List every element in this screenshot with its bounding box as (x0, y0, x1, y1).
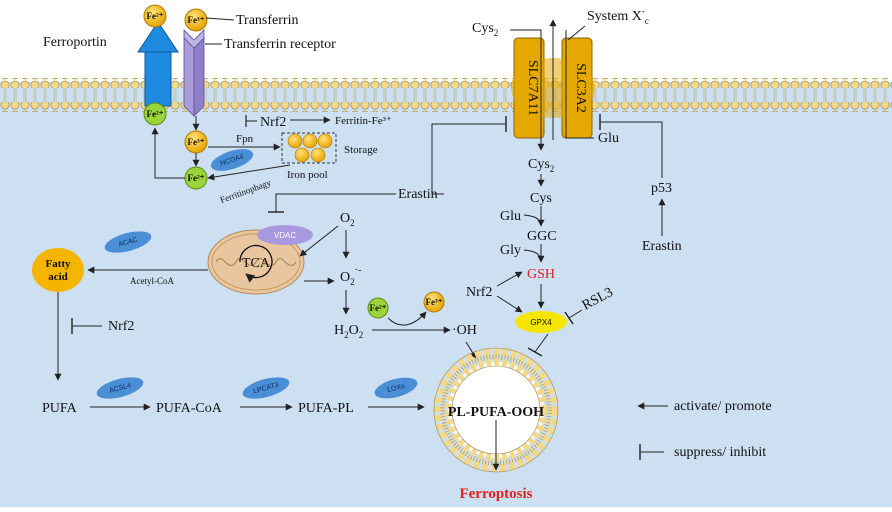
iron-pool-storage (281, 132, 337, 164)
vdac-oval (257, 225, 313, 245)
fe3-label-cytosol: Fe³⁺ (188, 137, 205, 147)
nrf2-gsh-label: Nrf2 (466, 285, 492, 300)
acac-oval (104, 231, 152, 253)
cys2-inside-label: Cys2 (528, 157, 554, 174)
storage-label: Storage (344, 144, 378, 156)
fe3-label-transferrin: Fe³⁺ (188, 15, 205, 25)
glu-label: Glu (500, 209, 521, 224)
cys-label: Cys (530, 191, 552, 206)
fe3-ball-fenton (423, 291, 445, 313)
transferrin-label: Transferrin (236, 13, 298, 28)
p53-label: p53 (651, 181, 672, 196)
fatty-acid-label-2: acid (48, 271, 68, 283)
legend-suppress-label: suppress/ inhibit (674, 445, 766, 460)
acetyl-coa-label: Acetyl-CoA (130, 276, 174, 286)
legend-activate-label: activate/ promote (674, 399, 772, 414)
fe3-ball-transferrin (184, 8, 208, 32)
gpx4-oval (515, 311, 567, 333)
lpcat3-oval (242, 377, 290, 399)
acsl4-oval (96, 377, 144, 399)
fe2-label-top: Fe²⁺ (147, 11, 164, 21)
ferroptosis-label: Ferroptosis (459, 486, 532, 502)
pufa-label: PUFA (42, 401, 78, 416)
ferroportin-channel (137, 21, 179, 107)
fe3-label-fenton: Fe³⁺ (426, 297, 443, 307)
tca-label: TCA (242, 256, 271, 271)
fe2-ball-ferroportin-bottom (143, 102, 167, 126)
fe2-ball-fenton (367, 297, 389, 319)
ferritin-fe3-label: Ferritin-Fe³⁺ (335, 115, 392, 127)
glu-export-label: Glu (598, 131, 619, 146)
ncoa4-oval (210, 149, 254, 171)
gpx4-label: GPX4 (530, 318, 552, 327)
superoxide-label: O2·- (340, 265, 361, 287)
gsh-label: GSH (527, 267, 555, 282)
cys2-outside-label: Cys2 (472, 21, 498, 38)
iron-pool-label: Iron pool (287, 169, 328, 181)
fpn-label: Fpn (236, 133, 254, 145)
acac-label: ACAC (118, 237, 139, 249)
pufa-coa-label: PUFA-CoA (156, 401, 223, 416)
hydroxyl-radical-label: ·OH (452, 323, 477, 338)
erastin-label-p53: Erastin (642, 239, 682, 254)
fe2-label-ferroportin-bottom: Fe²⁺ (147, 109, 164, 119)
fe2-ball-top (143, 4, 167, 28)
o2-label: O2 (340, 211, 355, 228)
vdac-label: VDAC (274, 231, 296, 240)
system-xc-label: System X-c (587, 6, 649, 26)
transferrin-receptor (183, 29, 205, 117)
ggc-label: GGC (527, 229, 557, 244)
erastin-label-main: Erastin (398, 187, 438, 202)
nrf2-iron-label: Nrf2 (260, 115, 286, 130)
fe2-label-cytosol: Fe²⁺ (188, 173, 205, 183)
gly-label: Gly (500, 243, 521, 258)
ferroportin-label: Ferroportin (43, 35, 107, 50)
fatty-acid-label-1: Fatty (45, 258, 71, 270)
fe2-label-fenton: Fe²⁺ (370, 303, 387, 313)
slc7a11-label: SLC7A11 (525, 60, 540, 116)
mitochondrion (207, 229, 305, 295)
loxs-label: LOXs (387, 383, 406, 394)
slc3a2-label: SLC3A2 (573, 63, 588, 113)
fatty-acid-oval (32, 248, 84, 292)
pufa-pl-label: PUFA-PL (298, 401, 354, 416)
loxs-oval (374, 377, 418, 399)
plasma-membrane (0, 78, 892, 112)
transferrin-receptor-label: Transferrin receptor (224, 37, 336, 52)
h2o2-label: H2O2 (334, 323, 363, 340)
nrf2-fa-label: Nrf2 (108, 319, 134, 334)
pl-pufa-ooh-label: PL-PUFA-OOH (448, 405, 544, 420)
legend: activate/ promote suppress/ inhibit (637, 399, 772, 460)
